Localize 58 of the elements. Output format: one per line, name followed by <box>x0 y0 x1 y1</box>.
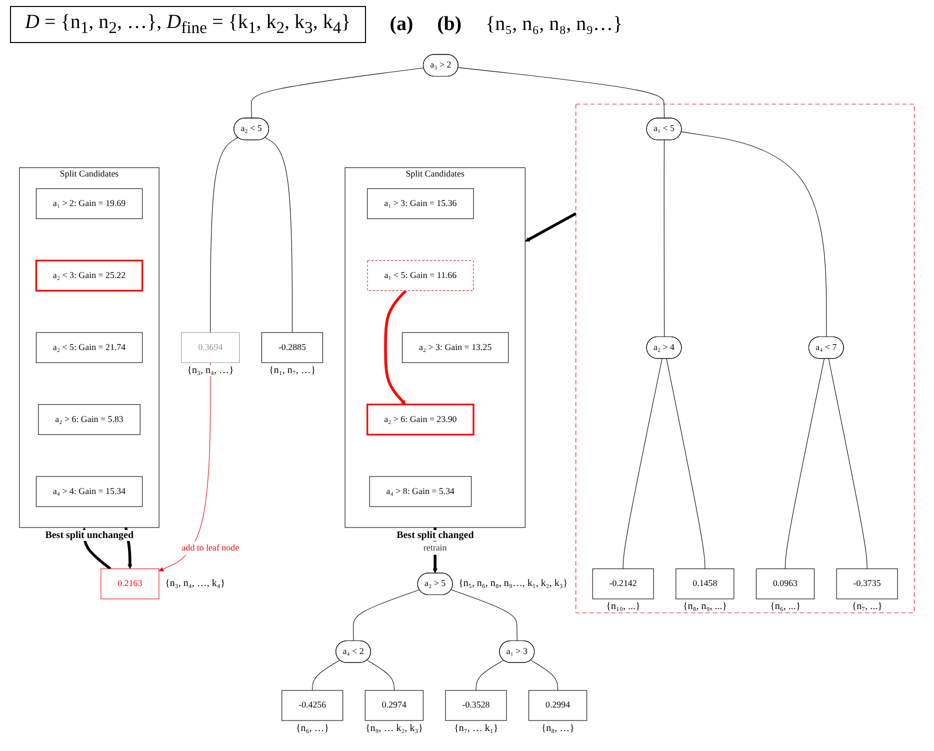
connector <box>666 358 706 570</box>
panel-label: (a) <box>390 12 414 36</box>
node-box: a₄ > 8: Gain = 5.34 <box>369 476 472 507</box>
panel-label: (b) <box>437 12 462 36</box>
node-box: 0.2994 <box>528 690 588 721</box>
node-box: a₄ > 4: Gain = 15.34 <box>36 476 143 507</box>
connector <box>622 358 662 570</box>
sample-set-note: {n₆, ...} <box>768 600 803 612</box>
sample-set-note: {n₁₀, ...} <box>604 600 642 612</box>
node-box: a₁ > 2: Gain = 19.69 <box>36 188 143 220</box>
node-box: -0.2885 <box>262 332 324 363</box>
panel-caption: Best split changed <box>394 530 476 542</box>
node-box: -0.4256 <box>282 690 344 721</box>
node-box: a₁ < 5: Gain = 11.66 <box>367 260 474 291</box>
connector <box>828 358 868 570</box>
node-box: a₁ > 3: Gain = 15.36 <box>367 188 474 220</box>
connector <box>353 589 420 642</box>
node-box: a₂ > 6: Gain = 5.83 <box>38 404 141 435</box>
sample-set-note: {n₈, …} <box>539 722 576 734</box>
panel-caption: Best split unchanged <box>43 530 136 542</box>
connector <box>451 589 518 642</box>
sample-set-note: {n₇, … k₁} <box>452 722 500 734</box>
sample-set-note: {n₃, n₄, …, k₄} <box>163 578 228 590</box>
sample-set-note: {n₃, n₄, …} <box>185 364 236 376</box>
node-box: 0.1458 <box>676 568 734 600</box>
node-box: -0.3735 <box>836 568 898 600</box>
connector <box>681 132 827 338</box>
node-box: 0.2974 <box>365 690 424 721</box>
node-box: 0.2163 <box>100 568 160 600</box>
node-box: 0.3694 <box>181 332 240 363</box>
connector <box>458 67 665 119</box>
node-box: a₂ > 6: Gain = 23.90 <box>366 404 474 436</box>
sample-set-note: {n₉, … k₂, k₃} <box>364 722 426 734</box>
connector <box>265 137 293 333</box>
connector <box>251 68 424 119</box>
arrow <box>158 362 211 572</box>
connector <box>210 137 238 333</box>
connector <box>785 358 825 570</box>
edge-label: retrain <box>424 543 447 553</box>
node-box: a₂ < 5: Gain = 21.74 <box>36 332 143 363</box>
sample-set-note: {n₁, n₇, …} <box>267 364 318 376</box>
connector <box>312 660 340 691</box>
connector <box>367 660 395 691</box>
connector <box>530 660 558 691</box>
node-box: -0.3528 <box>445 690 507 721</box>
node-box: a₂ > 3: Gain = 13.25 <box>402 332 509 363</box>
sample-set-note: {n₆, …} <box>294 722 332 734</box>
node-box: 0.0963 <box>756 568 815 600</box>
formula-title: D = {n$_{1}$, n$_{2}$, …}, D$_{fine}$ = {k$_{1}$, k$_{2}$, k$_{3}$, k$_{4}$} <box>10 6 366 42</box>
connector <box>476 660 504 691</box>
edge-label: add to leaf node <box>182 543 240 553</box>
node-box: a₂ < 3: Gain = 25.22 <box>35 260 144 292</box>
sample-set-note: {n₅, n₆, n₈, n₉…, k₁, k₂, k₃} <box>456 578 570 590</box>
sample-set-note: {n₅, n₆, n₈, n₉…} <box>486 12 623 36</box>
arrow <box>384 290 407 405</box>
connector <box>664 140 665 338</box>
node-box: -0.2142 <box>592 568 654 600</box>
arrow <box>525 212 577 242</box>
